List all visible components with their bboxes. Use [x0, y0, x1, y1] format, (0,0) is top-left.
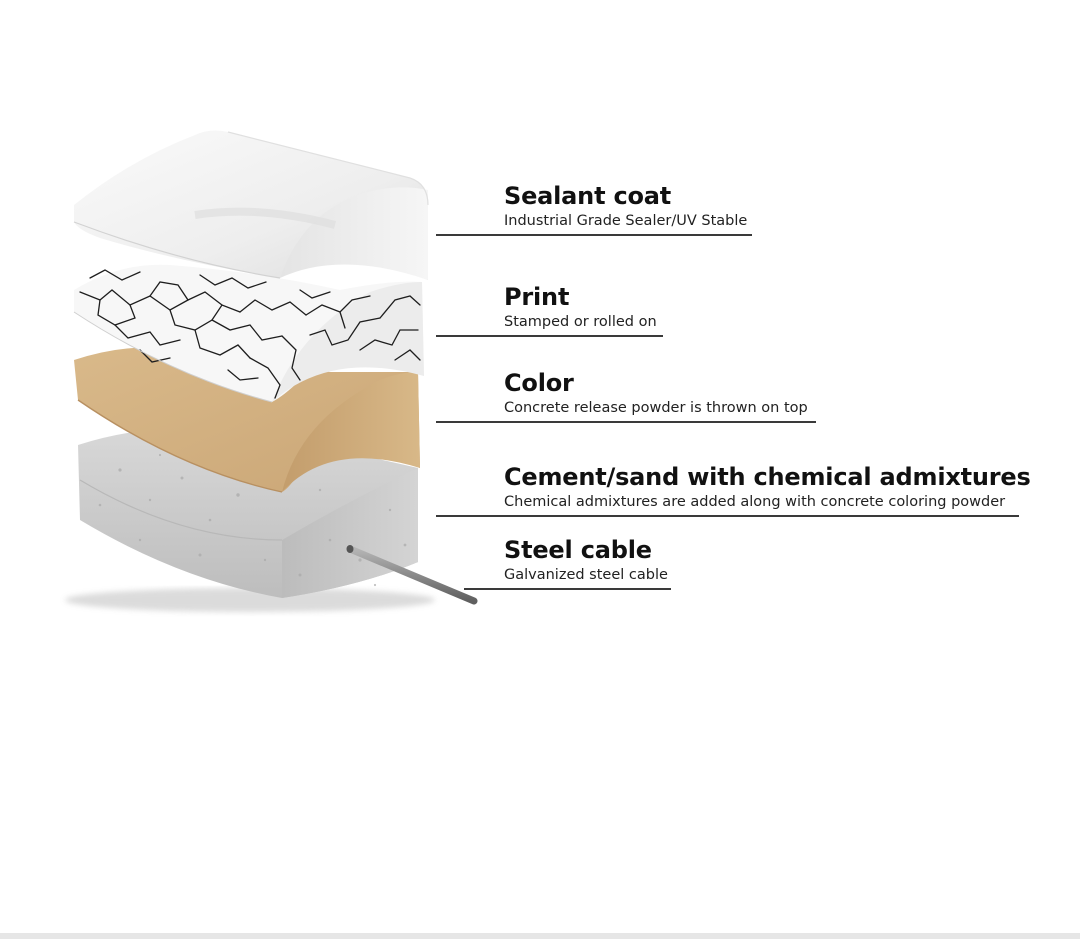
label-description: Stamped or rolled on: [504, 313, 657, 331]
bottom-divider: [0, 933, 1080, 939]
leader-line: [436, 515, 1019, 517]
sealant-coat-shape: [74, 131, 428, 280]
label-title: Cement/sand with chemical admixtures: [504, 463, 1031, 491]
label-title: Sealant coat: [504, 182, 671, 210]
leader-line: [464, 588, 671, 590]
leader-line: [436, 421, 816, 423]
label-title: Print: [504, 283, 569, 311]
label-description: Galvanized steel cable: [504, 566, 668, 584]
label-title: Color: [504, 369, 574, 397]
label-description: Industrial Grade Sealer/UV Stable: [504, 212, 747, 230]
leader-line: [436, 234, 752, 236]
label-description: Chemical admixtures are added along with…: [504, 493, 1005, 511]
leader-line: [436, 335, 663, 337]
label-title: Steel cable: [504, 536, 652, 564]
label-description: Concrete release powder is thrown on top: [504, 399, 808, 417]
stack-shadows: [65, 588, 435, 612]
